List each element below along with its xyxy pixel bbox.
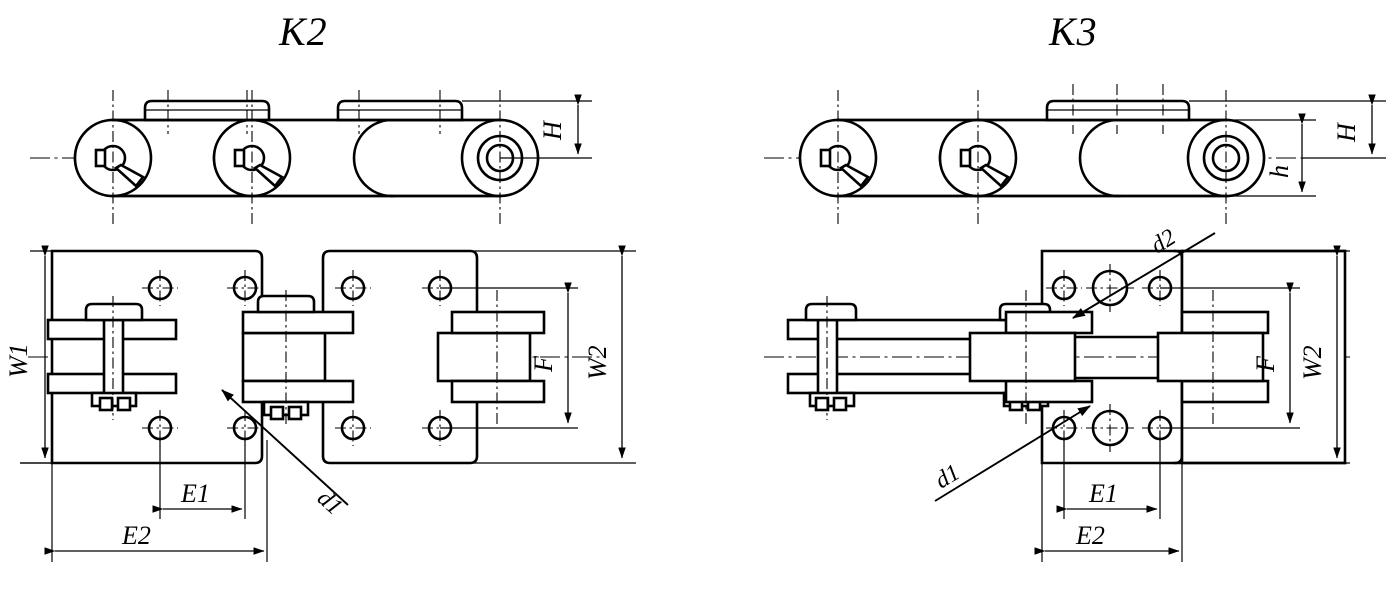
k3-pin-head-left [804,302,858,322]
title-k3: K3 [1048,9,1098,54]
k3-label-H: H [1332,122,1361,143]
k2-holes-upper [142,270,458,306]
k2-sidebar-bottom-mid [241,379,355,404]
k3-plan-view: d2 d1 F W2 E1 [764,224,1350,562]
k2-dimension-E1: E1 [152,440,246,519]
k3-side-view: h H [764,84,1386,224]
k2-side-view: H [30,90,592,224]
k2-label-H: H [538,120,567,141]
k2-dimension-F: F [440,282,578,429]
k2-roller-block-left [241,331,327,383]
k3-label-F: F [1251,355,1280,373]
k3-dimension-H: H [1189,94,1386,159]
k3-label-d1: d1 [931,459,965,494]
k3-roller-block-left [968,331,1077,383]
k3-label-E2: E2 [1075,521,1105,550]
k2-dimension-W1: W1 [4,245,100,464]
k3-dimension-E2: E2 [1034,440,1183,562]
k2-label-E2: E2 [121,521,151,550]
k3-label-E1: E1 [1088,479,1118,508]
k3-dimension-E1: E1 [1056,440,1161,519]
k2-label-F: F [529,355,558,373]
k2-sidebar-bottom-right [450,379,546,404]
k2-dimension-E2: E2 [44,440,268,562]
k2-pin-head-mid [256,294,316,314]
k2-label-W1: W1 [4,343,33,378]
title-k2: K2 [278,9,328,54]
k2-sidebar-top-mid [241,310,355,335]
k3-label-W2: W2 [1298,345,1327,380]
k2-label-E1: E1 [180,479,210,508]
k3-dimension-F: F [1160,282,1300,429]
k2-plan-view: d1 W1 F W2 E1 [4,245,636,562]
k3-sidebar-top-right [1180,310,1270,335]
k3-dimension-W2: W2 [1175,245,1350,464]
k2-label-W2: W2 [583,345,612,380]
k3-sidebar-bottom-right [1180,379,1270,404]
k2-pin-head-left [84,302,144,322]
k2-label-d1: d1 [312,485,347,520]
k3-dimension-h: h [1189,113,1316,197]
k2-roller-block-right [436,331,532,383]
k3-roller-block-right [1156,331,1265,383]
k2-dimension-H: H [462,94,592,159]
k3-sidebar-bottom-mid [1004,379,1094,404]
k2-sidebar-top-right [450,310,546,335]
k2-dimension-W2: W2 [470,245,636,464]
k3-label-h: h [1265,165,1294,178]
